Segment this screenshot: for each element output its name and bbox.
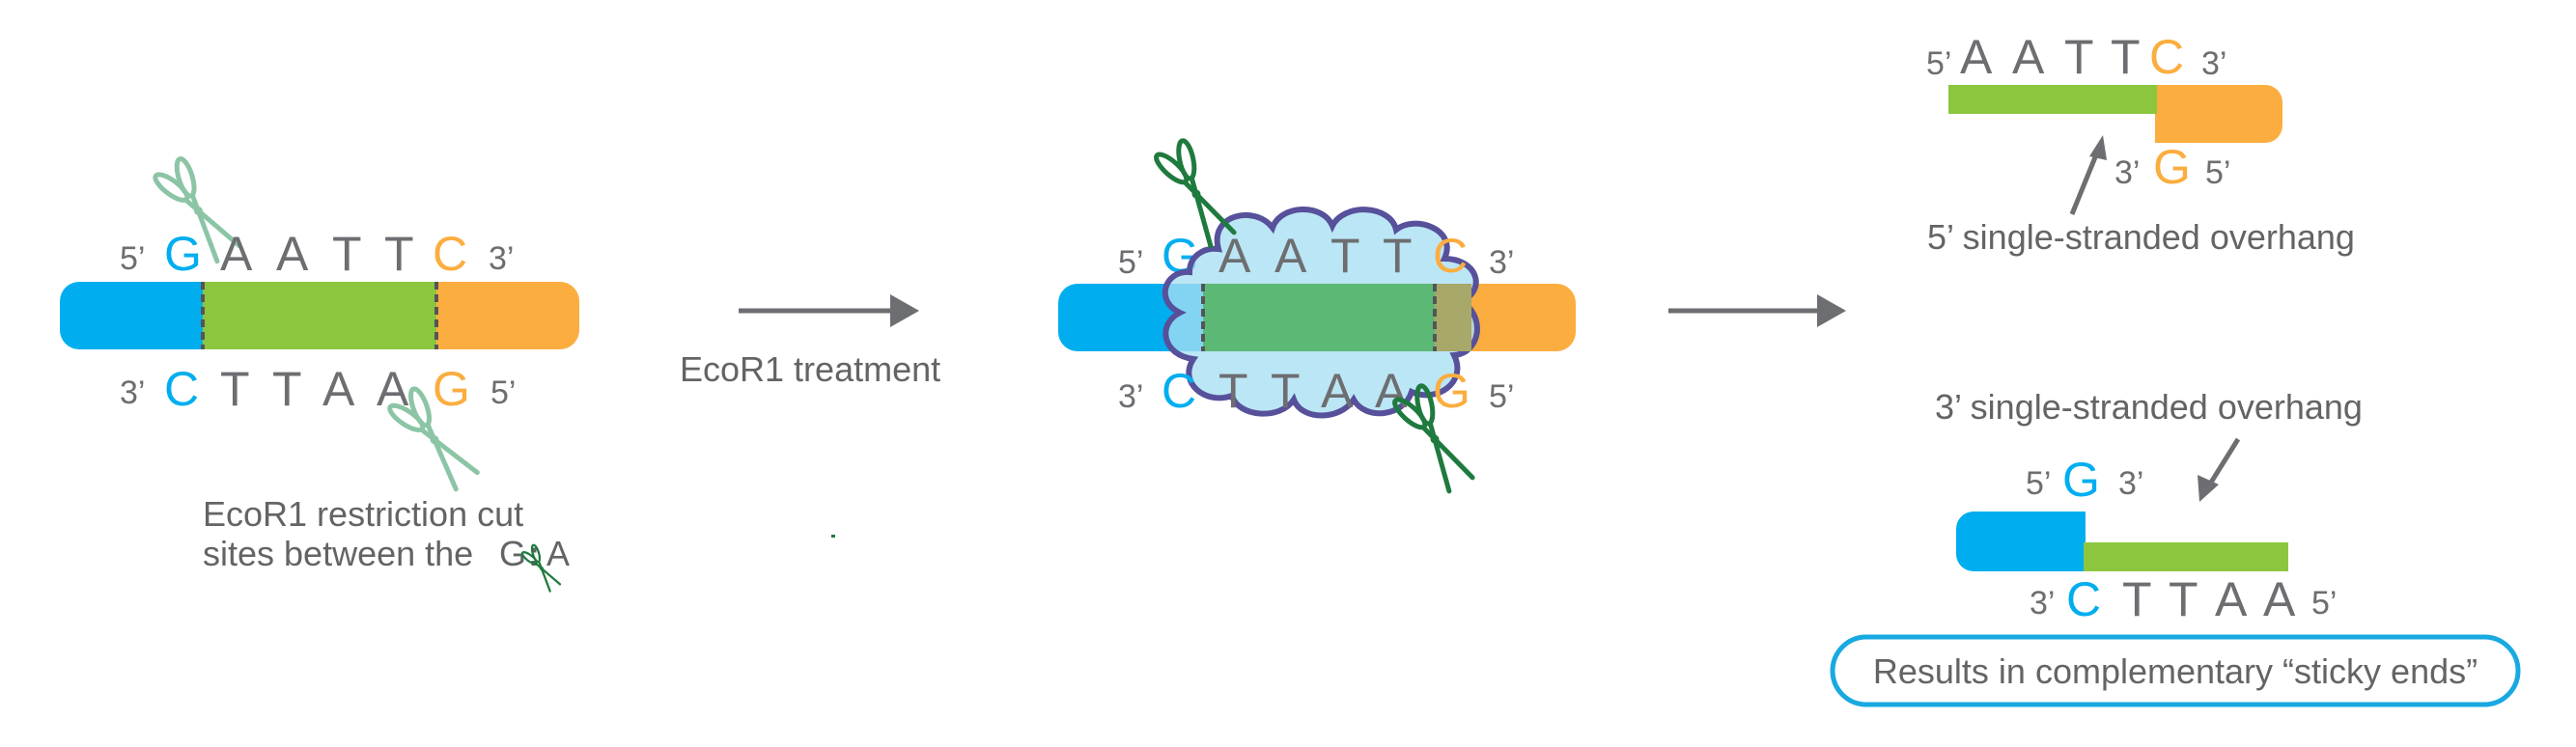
stage2-top-prime-right: 3’ bbox=[1489, 244, 1514, 281]
stage2-bottom-base-1: C bbox=[1162, 364, 1196, 418]
result-bottom-under-base-5: A bbox=[2263, 572, 2296, 626]
stage1-caption-line1: EcoR1 restriction cut bbox=[203, 494, 523, 534]
result-top-base-4: T bbox=[2111, 30, 2141, 84]
result-bottom-bar-blue bbox=[1956, 512, 2084, 571]
stage1-top-base-3: A bbox=[276, 227, 309, 281]
result-top-prime-right: 3’ bbox=[2201, 45, 2226, 82]
result-top-under-prime-right: 5’ bbox=[2205, 154, 2230, 191]
result-top-prime-left: 5’ bbox=[1926, 45, 1951, 82]
stage1-bottom-base-3: T bbox=[272, 362, 302, 416]
result-bottom-prime-left: 5’ bbox=[2026, 465, 2051, 502]
result-bottom-prime-right: 3’ bbox=[2118, 465, 2143, 502]
stage2-top-base-6: C bbox=[1433, 229, 1468, 283]
stage1-bottom-prime-left: 3’ bbox=[120, 374, 145, 411]
stage1-top-base-4: T bbox=[332, 227, 362, 281]
stage2-bottom-base-5: A bbox=[1375, 364, 1408, 418]
stage1-caption-a: A bbox=[546, 534, 570, 573]
stage2-inner-khaki bbox=[1435, 284, 1471, 351]
result-top-base-5: C bbox=[2149, 30, 2184, 84]
stage2-top-prime-left: 5’ bbox=[1118, 244, 1143, 281]
result-top-bar-green bbox=[1948, 85, 2157, 114]
result-box-outline bbox=[1830, 634, 2521, 707]
result-top-bar-orange-fill bbox=[2155, 85, 2184, 143]
stage1-top-prime-right: 3’ bbox=[489, 240, 514, 277]
stage1-bottom-base-1: C bbox=[164, 362, 199, 416]
result-top-label: 5’ single-stranded overhang bbox=[1927, 217, 2355, 257]
result-bottom-under-prime-left: 3’ bbox=[2030, 585, 2055, 622]
stage2-bottom-base-3: T bbox=[1271, 364, 1301, 418]
arrow1-label: EcoR1 treatment bbox=[680, 349, 940, 389]
arrow-right-head bbox=[890, 294, 919, 327]
stage2-bottom-base-2: T bbox=[1218, 364, 1248, 418]
stage1-bottom-base-6: G bbox=[433, 362, 470, 416]
stage1-top-base-6: C bbox=[433, 227, 467, 281]
arrow-1: EcoR1 treatment bbox=[680, 294, 940, 538]
result-bottom-under-base-1: C bbox=[2066, 572, 2101, 626]
result-bottom-under-base-3: T bbox=[2169, 572, 2198, 626]
result-top-under-prime-left: 3’ bbox=[2114, 154, 2140, 191]
stage2-bottom-prime-right: 5’ bbox=[1489, 378, 1514, 415]
stage2-top-base-4: T bbox=[1330, 229, 1360, 283]
stage2-bottom-prime-left: 3’ bbox=[1118, 378, 1143, 415]
arrow-right-head bbox=[1817, 294, 1846, 327]
result-top-bar-orange bbox=[2155, 85, 2282, 143]
result-bottom-under-base-4: A bbox=[2215, 572, 2248, 626]
stage2-top-base-5: T bbox=[1383, 229, 1413, 283]
result-top-fragment: 5’ A A T T C 3’ 3’ G 5’ 5’ single-strand… bbox=[1926, 30, 2355, 257]
stage2-inner-green bbox=[1203, 284, 1435, 351]
result-top-base-3: T bbox=[2064, 30, 2094, 84]
result-bottom-bar-green bbox=[2084, 542, 2288, 571]
stage1-top-base-1: G bbox=[164, 227, 202, 281]
stage2-bottom-base-6: G bbox=[1433, 364, 1470, 418]
result-box-label: Results in complementary “sticky ends” bbox=[1873, 651, 2478, 691]
result-bottom-under-prime-right: 5’ bbox=[2311, 585, 2337, 622]
stage1-caption-line2: sites between the bbox=[203, 534, 473, 573]
stage2-top-base-2: A bbox=[1218, 229, 1251, 283]
result-summary-box: Results in complementary “sticky ends” bbox=[1830, 634, 2521, 707]
stage1-top-base-2: A bbox=[220, 227, 253, 281]
stage2-top-base-3: A bbox=[1274, 229, 1307, 283]
stage1-bottom-prime-right: 5’ bbox=[490, 374, 516, 411]
stage1-dna: 5’ G A A T T C 3’ 3’ C T T A A G 5’ EcoR… bbox=[60, 153, 579, 595]
stage1-top-base-5: T bbox=[384, 227, 414, 281]
stage2-dna: 5’ G A A T T C 3’ 3’ C T T A A G 5’ bbox=[1058, 136, 1576, 495]
stage1-bottom-base-4: A bbox=[322, 362, 355, 416]
result-bottom-label: 3’ single-stranded overhang bbox=[1935, 387, 2363, 427]
stage1-bottom-base-2: T bbox=[220, 362, 250, 416]
result-top-under-base: G bbox=[2153, 140, 2191, 194]
result-bottom-base: G bbox=[2062, 453, 2100, 507]
result-top-base-2: A bbox=[2012, 30, 2045, 84]
dna-bar-orange bbox=[406, 282, 579, 349]
result-top-base-1: A bbox=[1960, 30, 1993, 84]
result-bottom-under-base-2: T bbox=[2122, 572, 2152, 626]
arrow-down-head bbox=[2198, 475, 2219, 502]
arrow-up-head bbox=[2089, 135, 2107, 160]
result-bottom-bar-blue-fill bbox=[2057, 512, 2086, 571]
arrow-2 bbox=[1668, 294, 1846, 327]
result-bottom-fragment: 3’ single-stranded overhang 5’ G 3’ 3’ C… bbox=[1935, 387, 2363, 626]
dna-bar-green bbox=[203, 282, 436, 349]
stage2-bottom-base-4: A bbox=[1321, 364, 1354, 418]
arrow-up-icon bbox=[2069, 152, 2100, 215]
stage1-top-prime-left: 5’ bbox=[120, 240, 145, 277]
stray-dot bbox=[831, 535, 835, 538]
arrow-down-icon bbox=[2206, 437, 2241, 487]
